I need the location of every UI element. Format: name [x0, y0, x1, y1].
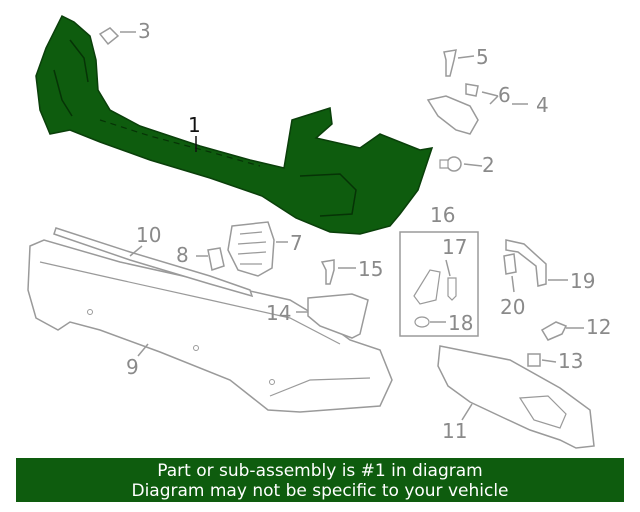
grille-insert-part-7[interactable]: [227, 221, 275, 277]
callout-14: 14: [266, 301, 291, 325]
callout-9: 9: [126, 355, 139, 379]
bracket-assembly-part-4[interactable]: [426, 83, 479, 135]
bumper-fascia-part-1[interactable]: [35, 14, 434, 235]
clip-part-8[interactable]: [207, 247, 225, 271]
callout-17: 17: [442, 235, 467, 259]
trim-strip-part-10[interactable]: [53, 227, 254, 298]
bolt-part-5[interactable]: [443, 49, 457, 77]
callout-3: 3: [138, 19, 151, 43]
bracket-part-14[interactable]: [307, 293, 369, 339]
callout-1: 1: [188, 113, 201, 137]
fastener-part-2[interactable]: [439, 156, 462, 172]
bracket-part-19[interactable]: [505, 239, 547, 287]
callout-8: 8: [176, 243, 189, 267]
notice-line-2: Diagram may not be specific to your vehi…: [131, 481, 509, 501]
callout-20: 20: [500, 295, 525, 319]
screw-part-3[interactable]: [98, 27, 120, 46]
kit-box-part-16[interactable]: [399, 231, 479, 337]
callout-2: 2: [482, 153, 495, 177]
stud-part-20[interactable]: [503, 253, 517, 275]
callout-18: 18: [448, 311, 473, 335]
bolt-part-12[interactable]: [540, 321, 568, 341]
callout-7: 7: [290, 231, 303, 255]
callout-6: 6: [498, 83, 511, 107]
callout-15: 15: [358, 257, 383, 281]
notice-line-1: Part or sub-assembly is #1 in diagram: [157, 461, 483, 481]
callout-13: 13: [558, 349, 583, 373]
callout-10: 10: [136, 223, 161, 247]
notice-banner: Part or sub-assembly is #1 in diagram Di…: [16, 458, 624, 502]
callout-5: 5: [476, 45, 489, 69]
callout-19: 19: [570, 269, 595, 293]
support-bracket-part-11[interactable]: [437, 345, 595, 449]
callout-16: 16: [430, 203, 455, 227]
screw-part-15[interactable]: [320, 259, 335, 285]
callout-12: 12: [586, 315, 611, 339]
nut-part-13[interactable]: [527, 353, 541, 367]
leader-lines: [120, 31, 584, 421]
callout-4: 4: [536, 93, 549, 117]
callout-11: 11: [442, 419, 467, 443]
